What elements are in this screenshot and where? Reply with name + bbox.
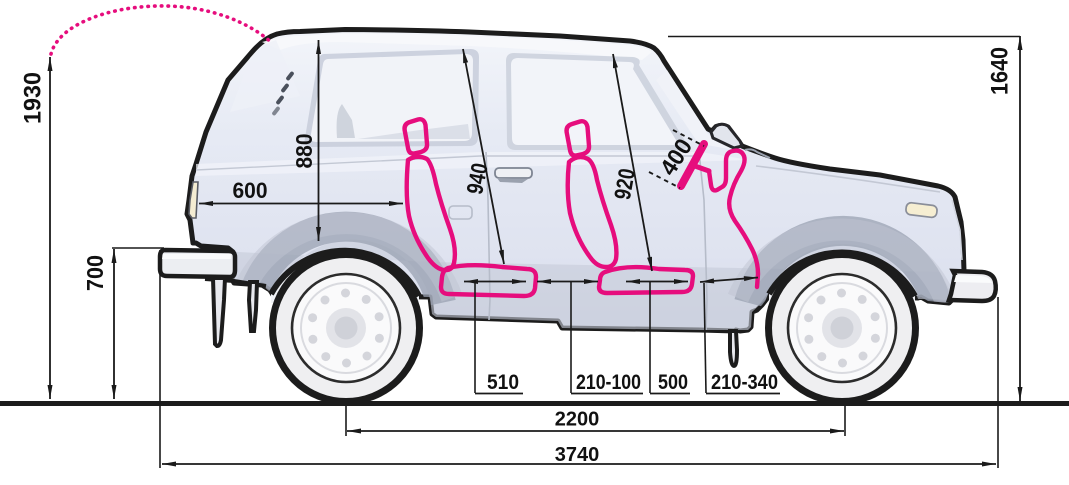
svg-text:500: 500 xyxy=(658,371,688,394)
svg-text:700: 700 xyxy=(82,255,108,291)
svg-text:1930: 1930 xyxy=(20,72,47,124)
svg-text:3740: 3740 xyxy=(555,444,600,466)
svg-text:510: 510 xyxy=(487,371,519,394)
svg-text:600: 600 xyxy=(233,178,268,203)
svg-text:880: 880 xyxy=(291,134,317,169)
svg-text:940: 940 xyxy=(461,161,492,196)
svg-text:920: 920 xyxy=(609,166,640,201)
svg-text:2200: 2200 xyxy=(555,409,600,431)
svg-text:210-100: 210-100 xyxy=(576,371,641,394)
svg-text:1640: 1640 xyxy=(987,47,1014,95)
svg-text:210-340: 210-340 xyxy=(711,371,778,394)
